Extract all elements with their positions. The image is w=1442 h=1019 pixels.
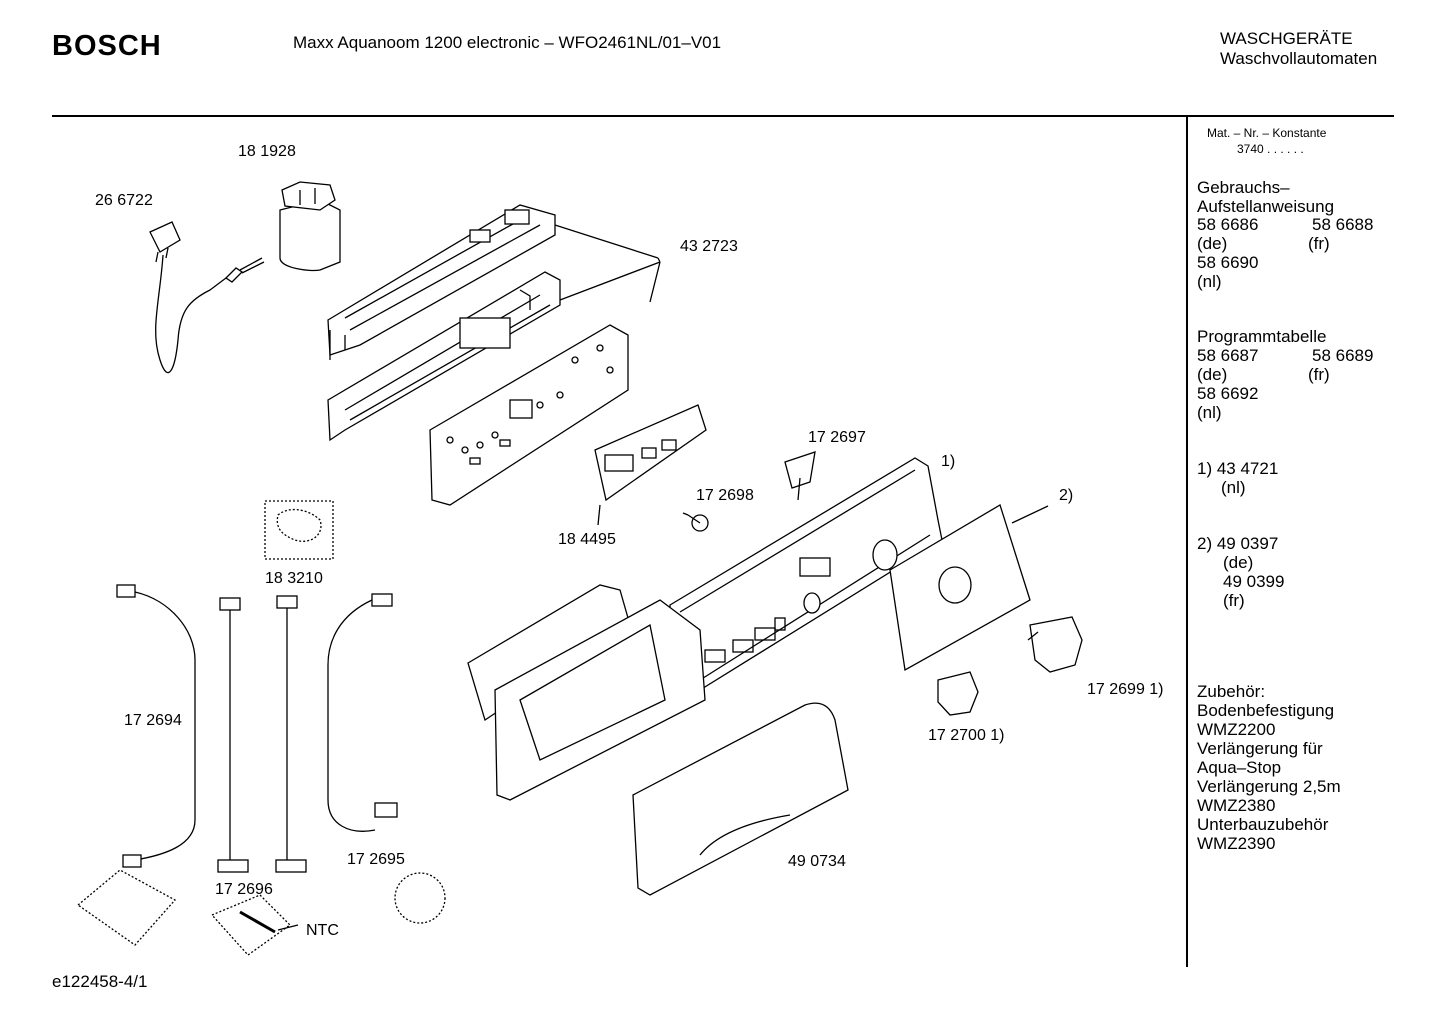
power-cord bbox=[149, 221, 265, 374]
note2-line4: (fr) bbox=[1223, 591, 1245, 610]
footer-code: e122458-4/1 bbox=[52, 972, 148, 991]
panel-overlay bbox=[889, 504, 1049, 672]
programm-l1: (de) bbox=[1197, 365, 1228, 384]
zubehoer-line: WMZ2380 bbox=[1197, 796, 1276, 815]
knob-172698 bbox=[682, 512, 709, 532]
gebrauchs-title-1: Gebrauchs– bbox=[1197, 178, 1290, 197]
programm-l2: (fr) bbox=[1308, 365, 1330, 384]
dispenser-cover bbox=[632, 702, 849, 896]
gebrauchs-n3: 58 6690 bbox=[1197, 253, 1259, 272]
gebrauchs-n1: 58 6686 bbox=[1197, 215, 1259, 234]
zubehoer-line: Verlängerung für bbox=[1197, 739, 1323, 758]
note2-line2: (de) bbox=[1223, 553, 1254, 572]
knob-172697 bbox=[784, 451, 816, 501]
label-part-181928: 18 1928 bbox=[238, 143, 296, 160]
sketch-motor bbox=[394, 872, 446, 924]
category: WASCHGERÄTE Waschvollautomaten bbox=[1220, 29, 1377, 69]
wire-harness-172695 bbox=[327, 593, 398, 832]
control-frame-upper bbox=[327, 204, 556, 360]
label-part-266722: 26 6722 bbox=[95, 192, 153, 209]
main-pcb bbox=[429, 324, 629, 506]
zubehoer-line: Bodenbefestigung bbox=[1197, 701, 1335, 720]
label-part-172694: 17 2694 bbox=[124, 712, 182, 729]
gebrauchs-l2: (fr) bbox=[1308, 234, 1330, 253]
label-part-432723: 43 2723 bbox=[680, 238, 738, 255]
zubehoer-section: Zubehör: Bodenbefestigung WMZ2200 Verlän… bbox=[1197, 682, 1341, 853]
zubehoer-line: Verlängerung 2,5m bbox=[1197, 777, 1341, 796]
label-part-172699: 17 2699 1) bbox=[1087, 681, 1164, 698]
programm-n3: 58 6692 bbox=[1197, 384, 1259, 403]
zubehoer-line: Zubehör: bbox=[1197, 682, 1266, 701]
sketch-183210 bbox=[264, 500, 334, 560]
drawer-frame bbox=[467, 584, 706, 801]
label-part-172695: 17 2695 bbox=[347, 851, 405, 868]
label-part-490734: 49 0734 bbox=[788, 853, 846, 870]
programm-n2: 58 6689 bbox=[1312, 346, 1374, 365]
zubehoer-line: WMZ2200 bbox=[1197, 720, 1276, 739]
note1-line2: (nl) bbox=[1221, 478, 1246, 497]
label-part-172700: 17 2700 1) bbox=[928, 727, 1005, 744]
programm-title: Programmtabelle bbox=[1197, 327, 1327, 346]
label-ntc: NTC bbox=[306, 922, 339, 939]
mat-nr-value: 3740 . . . . . . bbox=[1237, 142, 1304, 156]
mat-nr-label: Mat. – Nr. – Konstante bbox=[1207, 126, 1327, 140]
gebrauchs-n2: 58 6688 bbox=[1312, 215, 1374, 234]
gebrauchs-l1: (de) bbox=[1197, 234, 1228, 253]
model-title: Maxx Aquanoom 1200 electronic – WFO2461N… bbox=[293, 33, 722, 52]
brand-logo: BOSCH bbox=[52, 30, 162, 62]
label-part-172697: 17 2697 bbox=[808, 429, 866, 446]
label-note-2: 2) bbox=[1059, 487, 1074, 504]
note2-line1: 2) 49 0397 bbox=[1197, 534, 1279, 553]
control-frame-lower bbox=[327, 271, 561, 442]
wire-harness-172696-b bbox=[275, 595, 307, 873]
connector-housing bbox=[279, 181, 341, 272]
programm-l3: (nl) bbox=[1197, 403, 1222, 422]
wire-harness-172694 bbox=[116, 584, 196, 868]
knob-172699 bbox=[1027, 616, 1083, 673]
zubehoer-line: Aqua–Stop bbox=[1197, 758, 1282, 777]
header-rule bbox=[52, 115, 1394, 117]
sketch-pump bbox=[76, 869, 177, 946]
programm-n1: 58 6687 bbox=[1197, 346, 1259, 365]
gebrauchs-l3: (nl) bbox=[1197, 272, 1222, 291]
gebrauchs-section: Gebrauchs– Aufstellanweisung bbox=[1197, 178, 1334, 216]
knob-172700 bbox=[937, 671, 979, 716]
category-line-1: WASCHGERÄTE bbox=[1220, 29, 1353, 48]
label-note-1: 1) bbox=[941, 453, 956, 470]
zubehoer-line: Unterbauzubehör bbox=[1197, 815, 1329, 834]
display-module bbox=[594, 404, 707, 526]
gebrauchs-title-2: Aufstellanweisung bbox=[1197, 197, 1335, 216]
label-part-183210: 18 3210 bbox=[265, 570, 323, 587]
note1-line1: 1) 43 4721 bbox=[1197, 459, 1279, 478]
exploded-view-drawing bbox=[76, 181, 1083, 956]
zubehoer-line: WMZ2390 bbox=[1197, 834, 1276, 853]
label-part-184495: 18 4495 bbox=[558, 531, 616, 548]
leader-432723 bbox=[554, 224, 661, 303]
note2-line3: 49 0399 bbox=[1223, 572, 1285, 591]
label-part-172696: 17 2696 bbox=[215, 881, 273, 898]
sketch-ntc bbox=[210, 894, 292, 956]
sidebar-rule bbox=[1186, 117, 1188, 967]
label-part-172698: 17 2698 bbox=[696, 487, 754, 504]
category-line-2: Waschvollautomaten bbox=[1220, 49, 1378, 68]
wire-harness-172696-a bbox=[217, 597, 249, 873]
